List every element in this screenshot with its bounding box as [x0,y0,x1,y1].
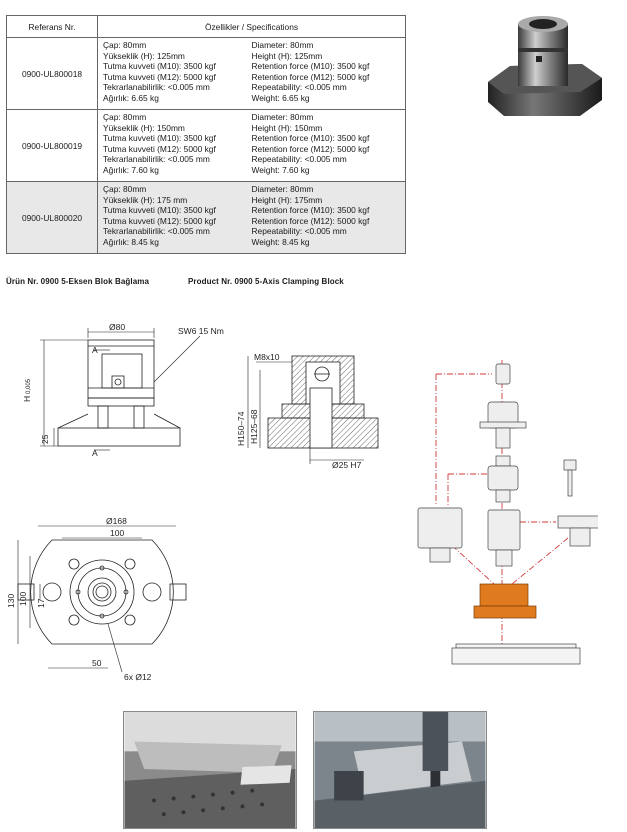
dim-holes: 6x Ø12 [124,672,152,682]
dim-d80: Ø80 [109,322,125,332]
dim-d168: Ø168 [106,516,127,526]
ref-cell: 0900-UL800018 [6,37,98,110]
dim-d50: 50 [92,658,102,668]
dim-h125: H125–68 [249,409,259,444]
header-ref: Referans Nr. [6,15,98,38]
ref-cell: 0900-UL800019 [6,109,98,182]
dim-sw: SW6 15 Nm [178,326,224,336]
section-view-drawing: M8x10 H150–74 H125–68 Ø25 H7 [236,352,379,470]
dim-25: 25 [40,434,50,444]
dim-tol: 0,005 [26,378,32,394]
application-photo-2 [313,711,487,829]
dim-d25h7: Ø25 H7 [332,460,362,470]
ref-cell: 0900-UL800020 [6,181,98,254]
dim-d100: 100 [110,528,124,538]
dim-d17: 17 [36,598,46,608]
top-view-drawing: Ø168 100 130 100 17 50 6x Ø12 [6,516,187,682]
dim-m8: M8x10 [254,352,280,362]
spec-table: Referans Nr. Özellikler / Specifications… [6,15,406,254]
product-photo [488,16,602,116]
header-spec: Özellikler / Specifications [97,15,406,38]
assembly-diagram [417,360,598,665]
caption-tr: Ürün Nr. 0900 5-Eksen Blok Bağlama [6,277,150,286]
dim-d130: 130 [6,594,16,608]
front-view-drawing: Ø80 SW6 15 Nm A A H 0,005 25 [22,322,224,458]
dim-h: H [22,396,32,402]
dim-h150: H150–74 [236,411,246,446]
application-photo-1 [123,711,297,829]
dim-a-top: A [92,345,98,355]
caption-en: Product Nr. 0900 5-Axis Clamping Block [188,277,344,286]
dim-a-bottom: A [92,448,98,458]
dim-d100v: 100 [18,592,28,606]
